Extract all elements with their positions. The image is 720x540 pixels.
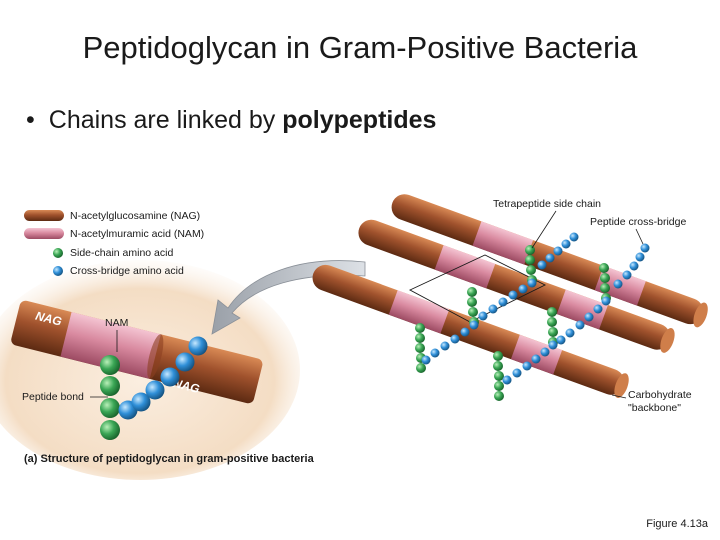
legend-item-nam: N-acetylmuramic acid (NAM) [24, 228, 204, 240]
nag-label: NAG [34, 309, 63, 329]
legend-label: Side-chain amino acid [70, 247, 173, 259]
bullet-point: • Chains are linked by polypeptides [26, 106, 436, 135]
cross-bridge-label: Peptide cross-bridge [590, 216, 686, 228]
inset-carbohydrate-chain: NAG NAG [11, 300, 263, 404]
figure-caption: (a) Structure of peptidoglycan in gram-p… [24, 453, 315, 465]
bullet-dot-icon: • [26, 106, 35, 134]
caption-text: Structure of peptidoglycan in gram-posit… [37, 453, 314, 465]
peptide-bond-label: Peptide bond [22, 391, 84, 403]
highlight-region [408, 254, 547, 323]
tetrapeptide-label: Tetrapeptide side chain [493, 198, 601, 210]
main-cross-bridges [421, 232, 650, 385]
nag-label: NAG [172, 376, 201, 396]
legend-item-nag: N-acetylglucosamine (NAG) [24, 210, 200, 222]
bullet-text: Chains are linked by [48, 106, 283, 134]
backbone-label: "backbone" [628, 402, 681, 414]
nam-label: NAM [105, 317, 128, 329]
legend-label: N-acetylmuramic acid (NAM) [70, 228, 204, 240]
legend-label: N-acetylglucosamine (NAG) [70, 210, 200, 222]
nag-bar-icon [24, 210, 64, 221]
figure-reference: Figure 4.13a [646, 518, 708, 530]
inset-cross-bridge [118, 336, 208, 420]
nam-bar-icon [24, 228, 64, 239]
legend-label: Cross-bridge amino acid [70, 265, 184, 277]
bullet-bold-text: polypeptides [282, 106, 437, 134]
green-ball-icon [53, 248, 63, 258]
legend: N-acetylglucosamine (NAG) N-acetylmurami… [24, 210, 204, 277]
inset-nam-segment [60, 312, 161, 379]
slide-title: Peptidoglycan in Gram-Positive Bacteria [82, 30, 638, 65]
caption-part-label: (a) [24, 453, 38, 465]
blue-ball-icon [53, 266, 63, 276]
legend-item-side-chain: Side-chain amino acid [53, 247, 173, 259]
carbohydrate-label: Carbohydrate [628, 389, 692, 401]
inset-side-chain [100, 355, 120, 440]
legend-item-cross-bridge: Cross-bridge amino acid [53, 265, 184, 277]
